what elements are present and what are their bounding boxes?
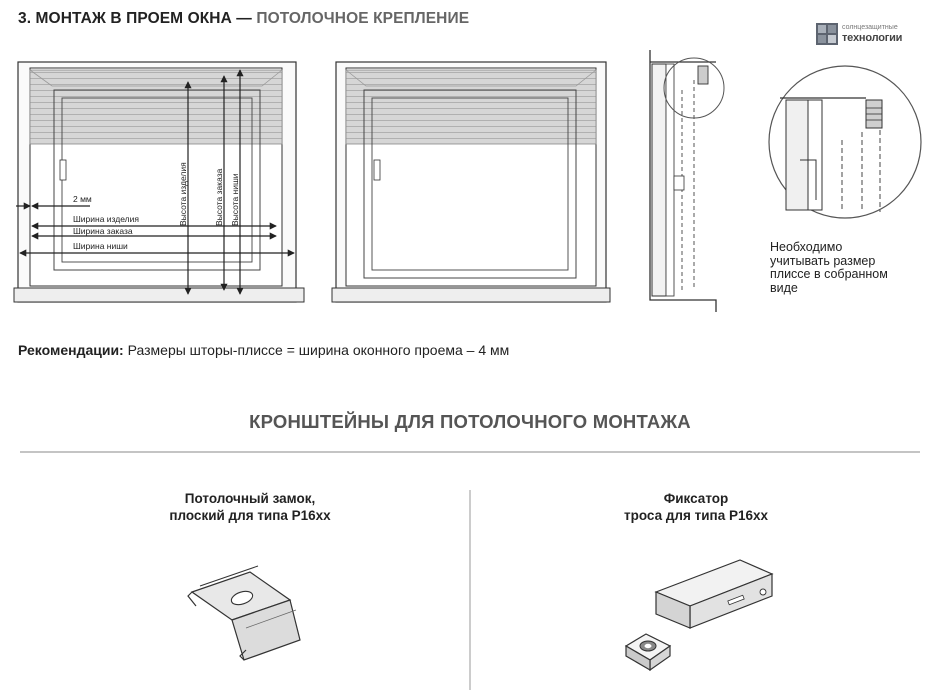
label-width-niche: Ширина ниши bbox=[73, 241, 128, 251]
note-line: плиссе в собранном bbox=[770, 267, 888, 281]
label-height-product: Высота изделия bbox=[178, 162, 188, 226]
recommendation-label: Рекомендации: bbox=[18, 342, 124, 358]
front-view-plain bbox=[331, 61, 611, 303]
logo-line2: технологии bbox=[842, 32, 903, 44]
logo-line1: солнцезащитные bbox=[842, 24, 898, 31]
caption-line: Потолочный замок, bbox=[184, 491, 316, 506]
recommendation: Рекомендации: Размеры шторы-плиссе = шир… bbox=[18, 342, 509, 358]
note-line: виде bbox=[770, 280, 798, 295]
label-2mm: 2 мм bbox=[73, 194, 92, 204]
note-line: Необходимо bbox=[770, 240, 843, 254]
product-caption-cable-fixer: Фиксатор троса для типа P16xx bbox=[576, 490, 816, 524]
window-handle bbox=[373, 159, 381, 181]
logo-mark-icon bbox=[816, 23, 838, 45]
page-title: 3. МОНТАЖ В ПРОЕМ ОКНА — ПОТОЛОЧНОЕ КРЕП… bbox=[18, 10, 469, 28]
caption-line: Фиксатор bbox=[663, 491, 729, 506]
label-height-order: Высота заказа bbox=[214, 168, 224, 226]
ceiling-lock-illustration bbox=[187, 565, 301, 661]
pleated-blind bbox=[345, 69, 597, 145]
product-caption-ceiling-lock: Потолочный замок, плоский для типа P16xx bbox=[130, 490, 370, 524]
assembly-note: Необходимо учитывать размер плиссе в соб… bbox=[770, 240, 920, 295]
section-title: КРОНШТЕЙНЫ ДЛЯ ПОТОЛОЧНОГО МОНТАЖА bbox=[249, 411, 691, 432]
brand-logo: солнцезащитные технологии bbox=[816, 23, 920, 47]
label-height-niche: Высота ниши bbox=[230, 173, 240, 226]
magnified-detail bbox=[768, 65, 922, 219]
title-sub: ПОТОЛОЧНОЕ КРЕПЛЕНИЕ bbox=[256, 10, 470, 27]
window-handle bbox=[59, 159, 67, 181]
cable-fixer-illustration bbox=[624, 559, 774, 672]
caption-line: плоский для типа P16xx bbox=[169, 508, 331, 523]
pleated-blind bbox=[29, 69, 283, 145]
recommendation-text: Размеры шторы-плиссе = ширина оконного п… bbox=[123, 342, 510, 358]
note-line: учитывать размер bbox=[770, 253, 876, 268]
label-width-product: Ширина изделия bbox=[73, 214, 139, 224]
front-view-dimensions: 2 мм Ширина изделия Ширина заказа Ширина… bbox=[13, 61, 305, 303]
title-main: 3. МОНТАЖ В ПРОЕМ ОКНА — bbox=[18, 10, 252, 27]
label-width-order: Ширина заказа bbox=[73, 226, 133, 236]
caption-line: троса для типа P16xx bbox=[624, 508, 768, 523]
side-section-view bbox=[649, 50, 725, 312]
